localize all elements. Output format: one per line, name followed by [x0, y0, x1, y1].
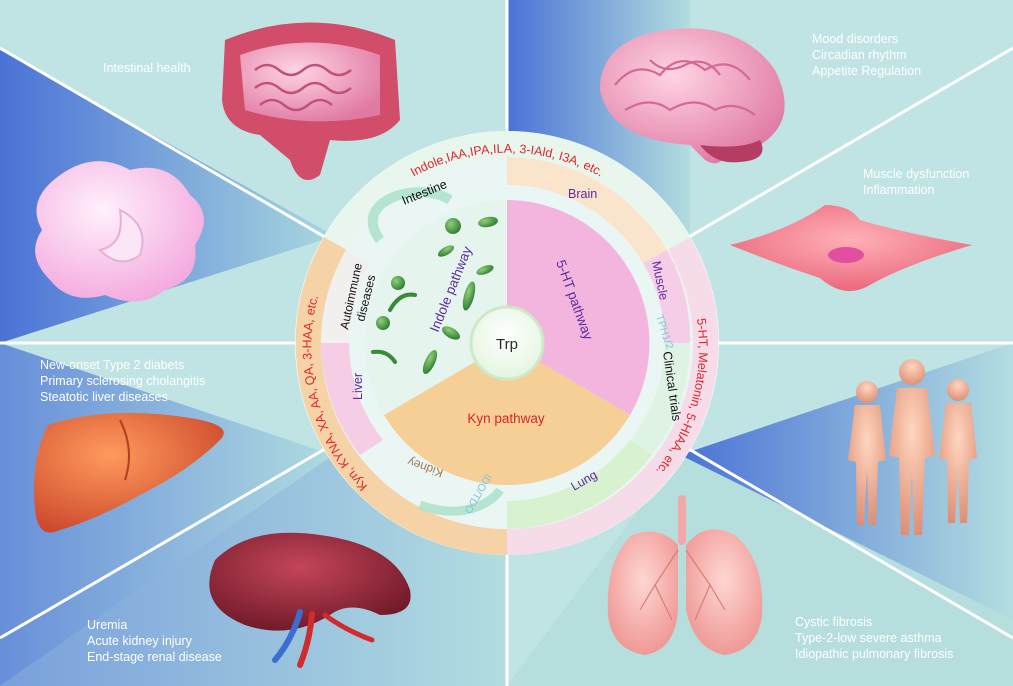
text-line: Mood disorders	[812, 32, 899, 46]
brain-icon	[600, 28, 785, 164]
organ-label-brain: Brain	[568, 187, 597, 201]
intestine-arrow	[367, 187, 453, 243]
muscle-cell-icon	[730, 205, 972, 292]
pathway-sectors	[364, 200, 650, 486]
text-line: End-stage renal disease	[87, 650, 222, 664]
text-line: Cystic fibrosis	[795, 615, 873, 629]
text-line: Inflammation	[863, 183, 935, 197]
organ-label-liver: Liver	[351, 373, 365, 400]
kynurenine-sector	[384, 343, 630, 486]
text-line: Steatotic liver diseases	[40, 390, 168, 404]
text-line: Type-2-low severe asthma	[795, 631, 942, 645]
liver-icon	[33, 412, 224, 533]
human-figures-icon	[848, 359, 977, 535]
serotonin-sector	[507, 200, 650, 415]
kidney-arrow	[418, 487, 504, 516]
text-line: Muscle dysfunction	[863, 167, 970, 181]
text-line: Acute kidney injury	[87, 634, 192, 648]
text-intestinal-health: Intestinal health	[103, 60, 191, 76]
metabolite-ring	[295, 131, 719, 555]
center-label: Trp	[496, 336, 518, 353]
bacteria-icon	[371, 216, 498, 374]
kynurenine-pathway-label: Kyn pathway	[467, 411, 545, 426]
indole-sector	[364, 200, 507, 415]
immune-cell-icon	[35, 161, 204, 302]
intestine-icon	[222, 22, 400, 180]
text-line: New-onset Type 2 diabets	[40, 358, 185, 372]
text-lung-conditions: Cystic fibrosis Type-2-low severe asthma…	[795, 614, 953, 662]
text-line: Primary sclerosing cholangitis	[40, 374, 206, 388]
text-line: Intestinal health	[103, 61, 191, 75]
text-line: Circadian rhythm	[812, 48, 907, 62]
text-line: Appetite Regulation	[812, 64, 922, 78]
center-trp	[469, 305, 545, 381]
text-kidney-conditions: Uremia Acute kidney injury End-stage ren…	[87, 617, 222, 665]
kidney-icon	[209, 532, 411, 668]
text-brain-conditions: Mood disorders Circadian rhythm Appetite…	[812, 31, 921, 79]
text-muscle-conditions: Muscle dysfunction Inflammation	[863, 166, 969, 198]
text-liver-conditions: New-onset Type 2 diabets Primary scleros…	[40, 357, 205, 405]
lungs-icon	[607, 495, 763, 655]
text-line: Idiopathic pulmonary fibrosis	[795, 647, 954, 661]
text-line: Uremia	[87, 618, 128, 632]
